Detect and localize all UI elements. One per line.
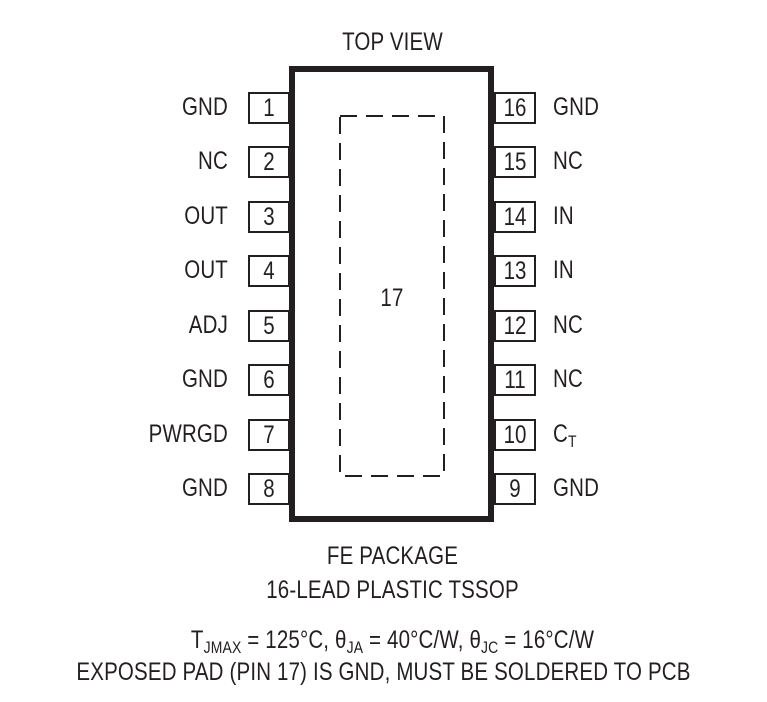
jc-symbol: θ <box>469 626 482 654</box>
pin-number: 12 <box>503 312 527 340</box>
pin-5-name: ADJ <box>188 311 228 339</box>
tj-value: = 125°C, <box>241 626 336 654</box>
pin-8: 8 <box>248 473 290 505</box>
pin-number: 8 <box>263 475 275 503</box>
pin-15-name: NC <box>553 147 583 175</box>
exposed-pad-note: EXPOSED PAD (PIN 17) IS GND, MUST BE SOL… <box>76 658 691 686</box>
pin-1: 1 <box>248 92 290 124</box>
pin-number: 6 <box>263 366 275 394</box>
pin-8-name: GND <box>181 474 228 502</box>
pin-9: 9 <box>494 473 536 505</box>
pin-10: 10 <box>494 419 536 451</box>
pin-2-name: NC <box>198 147 228 175</box>
pin-12: 12 <box>494 310 536 342</box>
pin-5: 5 <box>248 310 290 342</box>
package-type: 16-LEAD PLASTIC TSSOP <box>266 576 519 604</box>
pin-6: 6 <box>248 364 290 396</box>
pin-number: 4 <box>263 257 275 285</box>
jc-sub: JC <box>481 638 499 657</box>
pin-10-name-main: C <box>553 420 568 448</box>
pin-number: 1 <box>263 94 275 122</box>
pin-12-name: NC <box>553 311 583 339</box>
package-body <box>289 66 494 522</box>
pin-3: 3 <box>248 201 290 233</box>
diagram-title: TOP VIEW <box>342 28 443 56</box>
pin-number: 5 <box>263 312 275 340</box>
tj-sub: JMAX <box>203 638 242 657</box>
tj-symbol: T <box>190 626 204 654</box>
exposed-pad-label: 17 <box>380 284 404 312</box>
pin-number: 15 <box>503 148 527 176</box>
pin-2: 2 <box>248 146 290 178</box>
pin-number: 16 <box>503 94 527 122</box>
pin-13-name: IN <box>553 256 574 284</box>
pin-3-name: OUT <box>184 202 228 230</box>
pin-10-name-sub: T <box>567 432 577 451</box>
pin-number: 13 <box>503 257 527 285</box>
pin-6-name: GND <box>181 365 228 393</box>
ja-sub: JA <box>346 638 364 657</box>
thermal-specs: TJMAX = 125°C, θJA = 40°C/W, θJC = 16°C/… <box>120 628 665 660</box>
ja-value: = 40°C/W, <box>363 626 470 654</box>
pin-11: 11 <box>494 364 536 396</box>
pin-number: 10 <box>503 421 527 449</box>
pin-16-name: GND <box>553 93 600 121</box>
pin-13: 13 <box>494 255 536 287</box>
pin-number: 2 <box>263 148 275 176</box>
pin-4-name: OUT <box>184 256 228 284</box>
jc-value: = 16°C/W <box>498 626 595 654</box>
pin-number: 11 <box>504 366 526 394</box>
pin-number: 7 <box>263 421 275 449</box>
pin-7-name: PWRGD <box>148 420 228 448</box>
pin-number: 9 <box>509 475 521 503</box>
pin-number: 3 <box>263 203 275 231</box>
pin-14: 14 <box>494 201 536 233</box>
pin-9-name: GND <box>553 474 600 502</box>
pin-15: 15 <box>494 146 536 178</box>
pin-14-name: IN <box>553 202 574 230</box>
package-name: FE PACKAGE <box>326 542 459 570</box>
pin-7: 7 <box>248 419 290 451</box>
pin-number: 14 <box>503 203 527 231</box>
pin-1-name: GND <box>181 93 228 121</box>
pin-4: 4 <box>248 255 290 287</box>
pin-16: 16 <box>494 92 536 124</box>
ja-symbol: θ <box>335 626 347 654</box>
pin-10-name: CT <box>553 422 577 454</box>
pin-11-name: NC <box>553 365 583 393</box>
